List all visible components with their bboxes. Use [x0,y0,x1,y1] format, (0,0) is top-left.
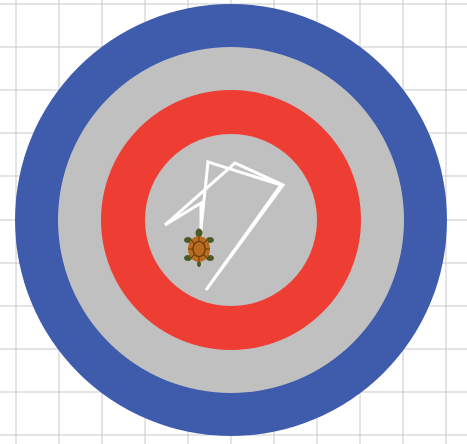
target-rings [15,4,447,436]
